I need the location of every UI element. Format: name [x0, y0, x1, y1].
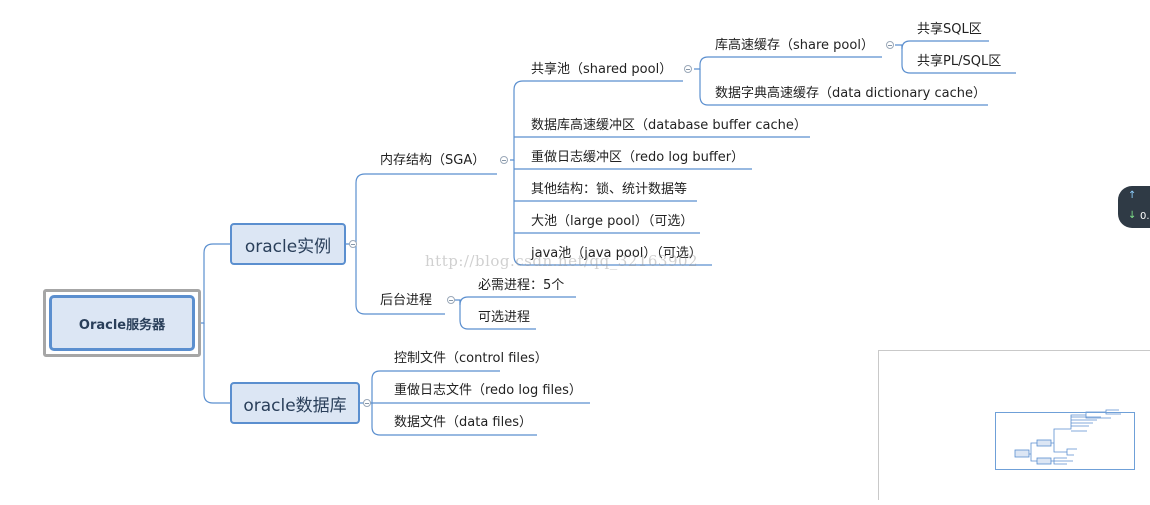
other-structures-label[interactable]: 其他结构：锁、统计数据等: [531, 182, 688, 197]
root-node[interactable]: Oracle服务器: [49, 295, 195, 351]
minimap-drawing: [1014, 409, 1121, 465]
database-node-label: oracle数据库: [243, 395, 347, 416]
shared-pool-label[interactable]: 共享池（shared pool）: [531, 62, 673, 77]
upload-arrow-icon: ↑: [1128, 190, 1137, 201]
connector-librarycache-plsql: [901, 45, 1016, 74]
redo-buffer-label[interactable]: 重做日志缓冲区（redo log buffer）: [531, 150, 745, 165]
connector-database-control: [360, 370, 500, 404]
connector-instance-memory: [346, 173, 497, 245]
minimap-database-node: [1036, 457, 1052, 465]
minimap-instance-node: [1036, 439, 1052, 447]
memory-node-label[interactable]: 内存结构（SGA）: [380, 153, 486, 168]
instance-node-label: oracle实例: [244, 236, 332, 257]
connector-memory-sharedpool: [510, 80, 683, 161]
shared-pool-collapse-icon[interactable]: [684, 65, 692, 73]
connector-background-required: [455, 296, 576, 306]
background-node-label[interactable]: 后台进程: [380, 293, 433, 308]
library-cache-collapse-icon[interactable]: [886, 41, 894, 49]
root-node-frame: [43, 289, 201, 357]
data-files-label[interactable]: 数据文件（data files）: [394, 415, 532, 430]
redo-files-label[interactable]: 重做日志文件（redo log files）: [394, 383, 582, 398]
connector-memory-javapool: [513, 160, 712, 266]
minimap-viewport[interactable]: [995, 412, 1135, 470]
java-pool-label[interactable]: java池（java pool）（可选）: [531, 246, 702, 261]
minimap-root-node: [1014, 449, 1030, 458]
connector-root-instance: [198, 243, 230, 324]
database-node[interactable]: oracle数据库: [230, 382, 360, 424]
library-cache-label[interactable]: 库高速缓存（share pool）: [715, 38, 874, 53]
optional-processes-label[interactable]: 可选进程: [478, 310, 531, 325]
database-collapse-icon[interactable]: [363, 399, 371, 407]
instance-node[interactable]: oracle实例: [230, 223, 346, 265]
speed-widget[interactable]: ↑ ↓ 0.: [1118, 186, 1150, 228]
connector-background-optional: [459, 300, 536, 330]
background-collapse-icon[interactable]: [447, 296, 455, 304]
minimap-panel[interactable]: [878, 350, 1150, 500]
connector-root-database: [203, 323, 230, 404]
control-files-label[interactable]: 控制文件（control files）: [394, 351, 548, 366]
connector-database-data: [371, 403, 537, 436]
connector-sharedpool-dictionary: [699, 69, 988, 106]
connector-instance-background: [355, 244, 445, 315]
root-node-label: Oracle服务器: [78, 317, 166, 333]
large-pool-label[interactable]: 大池（large pool）（可选）: [531, 214, 694, 229]
connector-sharedpool-librarycache: [694, 56, 882, 70]
connector-librarycache-sql: [895, 40, 989, 50]
memory-collapse-icon[interactable]: [500, 156, 508, 164]
instance-collapse-icon[interactable]: [349, 240, 357, 248]
download-arrow-icon: ↓: [1128, 210, 1137, 221]
dictionary-cache-label[interactable]: 数据字典高速缓存（data dictionary cache）: [715, 86, 986, 101]
speed-value: 0.: [1140, 211, 1150, 222]
shared-plsql-label[interactable]: 共享PL/SQL区: [917, 54, 1002, 69]
buffer-cache-label[interactable]: 数据库高速缓冲区（database buffer cache）: [531, 118, 807, 133]
shared-sql-label[interactable]: 共享SQL区: [917, 22, 982, 37]
required-processes-label[interactable]: 必需进程：5个: [478, 278, 565, 293]
watermark-text: http://blog.csdn.net/qq_32163902: [425, 252, 699, 270]
